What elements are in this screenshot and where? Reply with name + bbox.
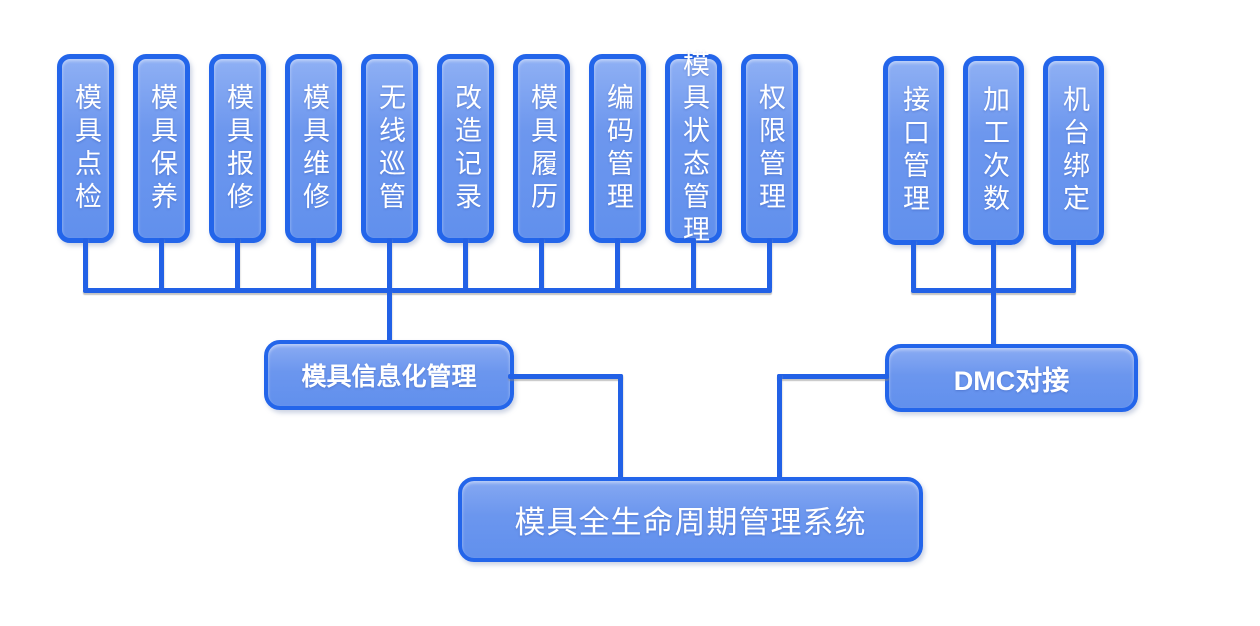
node-interface-management: 接口管理 — [883, 56, 944, 245]
connector-stub — [767, 238, 772, 290]
connector-stub — [83, 238, 88, 290]
node-wireless-inspection: 无线巡管 — [361, 54, 418, 243]
root-label: 模具全生命周期管理系统 — [514, 505, 867, 540]
connector-right-descender — [991, 290, 996, 346]
node-machine-binding: 机台绑定 — [1043, 56, 1104, 245]
node-label: 模具保养 — [147, 82, 177, 215]
connector-left-descender — [387, 290, 392, 342]
node-mold-spot-check: 模具点检 — [57, 54, 114, 243]
connector-stub — [691, 238, 696, 290]
connector-left-bus — [83, 288, 772, 293]
node-mold-history: 模具履历 — [513, 54, 570, 243]
connector-stub — [311, 238, 316, 290]
node-label: 模具报修 — [223, 82, 253, 215]
node-mold-maintenance: 模具保养 — [133, 54, 190, 243]
node-label: 权限管理 — [755, 82, 785, 215]
node-machining-count: 加工次数 — [963, 56, 1024, 245]
connector-stub — [159, 238, 164, 290]
connector-stub — [911, 240, 916, 290]
node-label: 编码管理 — [603, 82, 633, 215]
connector-stub — [387, 238, 392, 290]
node-dmc-connection: DMC对接 — [885, 344, 1138, 412]
node-label: 模具点检 — [71, 82, 101, 215]
node-label: 加工次数 — [979, 84, 1009, 217]
node-label: 无线巡管 — [375, 82, 405, 215]
connector-stub — [235, 238, 240, 290]
node-modification-record: 改造记录 — [437, 54, 494, 243]
connector-stub — [463, 238, 468, 290]
node-label: 改造记录 — [451, 82, 481, 215]
node-label: 模具履历 — [527, 82, 557, 215]
node-label: 接口管理 — [899, 84, 929, 217]
connector-right-mid-vertical — [777, 374, 782, 480]
connector-left-mid-horizontal — [508, 374, 623, 379]
connector-right-mid-horizontal — [777, 374, 889, 379]
node-permission-management: 权限管理 — [741, 54, 798, 243]
node-mold-lifecycle-system: 模具全生命周期管理系统 — [458, 477, 923, 562]
connector-stub — [615, 238, 620, 290]
node-label: 模具维修 — [299, 82, 329, 215]
connector-left-mid-vertical — [618, 374, 623, 480]
node-mold-repair: 模具维修 — [285, 54, 342, 243]
connector-stub — [539, 238, 544, 290]
node-mold-informatization-management: 模具信息化管理 — [264, 340, 514, 410]
node-label: 模具状态管理 — [679, 49, 709, 248]
node-label: 机台绑定 — [1059, 84, 1089, 217]
node-label: DMC对接 — [953, 365, 1070, 396]
node-mold-status-management: 模具状态管理 — [665, 50, 722, 248]
connector-stub — [1071, 240, 1076, 290]
node-mold-repair-report: 模具报修 — [209, 54, 266, 243]
node-code-management: 编码管理 — [589, 54, 646, 243]
connector-stub — [991, 240, 996, 290]
node-label: 模具信息化管理 — [301, 363, 477, 391]
